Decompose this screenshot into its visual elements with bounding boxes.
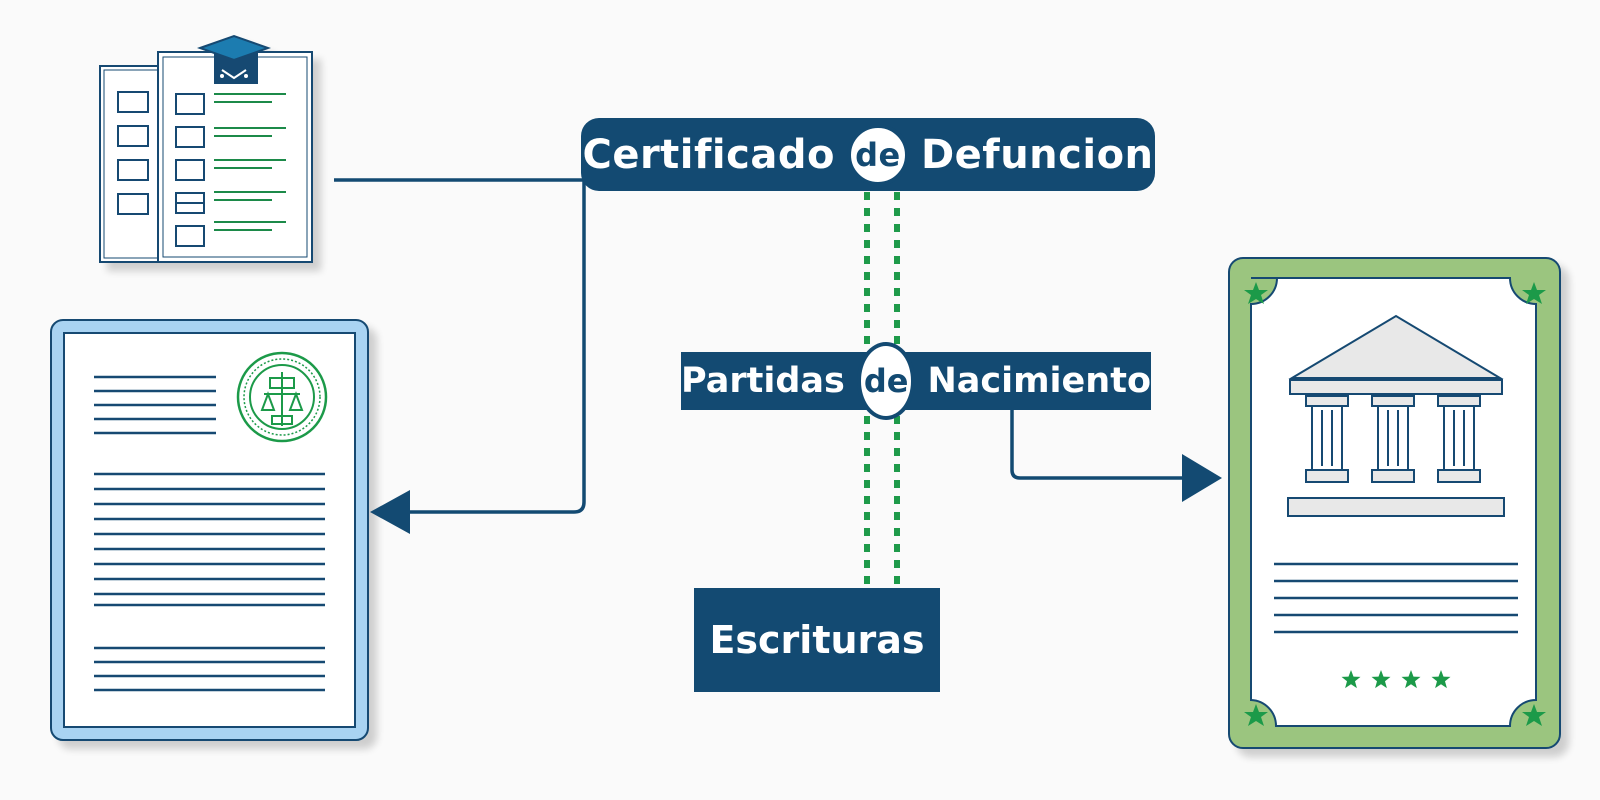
seal-emblem (236, 351, 328, 443)
node-nacimiento-text-before: Partidas (681, 361, 845, 401)
node-defuncion-connector: de (846, 123, 909, 186)
arrowhead-left (370, 490, 410, 534)
arrowhead-right (1182, 454, 1222, 502)
star-icon (1431, 670, 1451, 689)
star-icon (1341, 670, 1361, 689)
node-escrituras-label: Escrituras (709, 618, 925, 662)
connector-nacimiento-to-certificate (1010, 408, 1184, 480)
node-nacimiento-connector: de (856, 342, 916, 420)
node-escrituras: Escrituras (694, 588, 940, 692)
node-nacimiento-text-after: Nacimiento (927, 361, 1151, 401)
government-building-certificate-icon (1228, 257, 1561, 749)
node-partidas-nacimiento: Partidas de Nacimiento (681, 342, 1151, 420)
courthouse-icon (1287, 314, 1505, 517)
node-defuncion-text-before: Certificado (582, 131, 835, 178)
sealed-legal-document-icon (50, 319, 369, 741)
node-certificado-defuncion: Certificado de Defuncion (581, 118, 1155, 191)
certificate-rating-stars (1341, 670, 1451, 689)
connector-defuncion-to-sealed-doc (402, 180, 586, 514)
checklist-form-document-icon (99, 34, 313, 263)
node-defuncion-text-after: Defuncion (920, 131, 1154, 178)
star-icon (1401, 670, 1421, 689)
star-icon (1371, 670, 1391, 689)
